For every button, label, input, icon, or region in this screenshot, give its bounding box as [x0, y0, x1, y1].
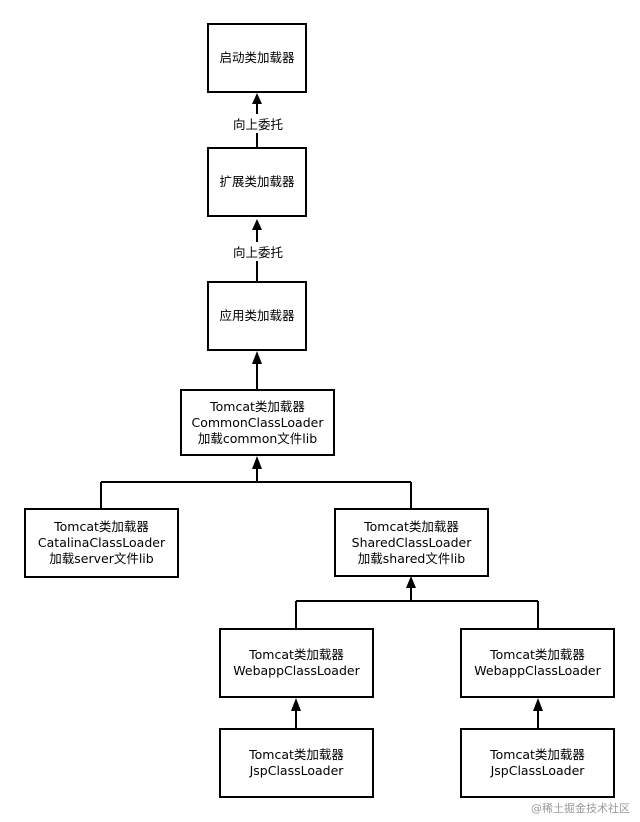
node-line: CatalinaClassLoader	[37, 535, 166, 550]
node-line: 启动类加载器	[219, 50, 295, 65]
edge-label-delegate-up-1: 向上委托	[231, 114, 286, 133]
node-line: 扩展类加载器	[219, 174, 295, 189]
node-jsp-classloader-left: Tomcat类加载器 JspClassLoader	[219, 728, 374, 798]
arrowhead-webapp-left	[291, 698, 301, 711]
node-application-classloader: 应用类加载器	[207, 281, 307, 351]
node-line: Tomcat类加载器	[490, 647, 585, 662]
edge-label-delegate-up-2: 向上委托	[231, 242, 286, 261]
node-bootstrap-classloader: 启动类加载器	[207, 23, 307, 93]
node-webapp-classloader-right: Tomcat类加载器 WebappClassLoader	[460, 628, 615, 698]
node-line: CommonClassLoader	[191, 414, 324, 430]
arrowhead-bootstrap	[252, 93, 262, 104]
node-line: 加载shared文件lib	[357, 550, 466, 566]
node-jsp-classloader-right: Tomcat类加载器 JspClassLoader	[460, 728, 615, 798]
node-line: WebappClassLoader	[474, 663, 601, 678]
node-catalina-classloader: Tomcat类加载器 CatalinaClassLoader 加载server文…	[24, 508, 179, 578]
node-line: 加载server文件lib	[49, 551, 154, 566]
node-shared-classloader: Tomcat类加载器 SharedClassLoader 加载shared文件l…	[334, 508, 489, 577]
arrowhead-common	[252, 456, 262, 469]
node-extension-classloader: 扩展类加载器	[207, 147, 307, 217]
arrowhead-webapp-right	[533, 698, 543, 711]
node-line: WebappClassLoader	[233, 663, 360, 678]
node-line: 应用类加载器	[219, 308, 295, 323]
node-line: Tomcat类加载器	[54, 519, 149, 534]
node-line: Tomcat类加载器	[210, 398, 305, 414]
watermark-text: @稀土掘金技术社区	[531, 802, 630, 815]
arrowhead-shared	[406, 576, 416, 588]
arrowhead-application	[252, 351, 262, 364]
node-line: Tomcat类加载器	[249, 647, 344, 662]
node-common-classloader: Tomcat类加载器 CommonClassLoader 加载common文件l…	[180, 389, 335, 456]
arrowhead-extension	[252, 219, 262, 230]
node-line: JspClassLoader	[249, 763, 344, 778]
node-line: SharedClassLoader	[351, 534, 472, 550]
node-line: Tomcat类加载器	[490, 747, 585, 762]
node-line: JspClassLoader	[490, 763, 585, 778]
node-line: Tomcat类加载器	[249, 747, 344, 762]
node-line: 加载common文件lib	[197, 430, 318, 446]
node-line: Tomcat类加载器	[364, 518, 459, 534]
node-webapp-classloader-left: Tomcat类加载器 WebappClassLoader	[219, 628, 374, 698]
